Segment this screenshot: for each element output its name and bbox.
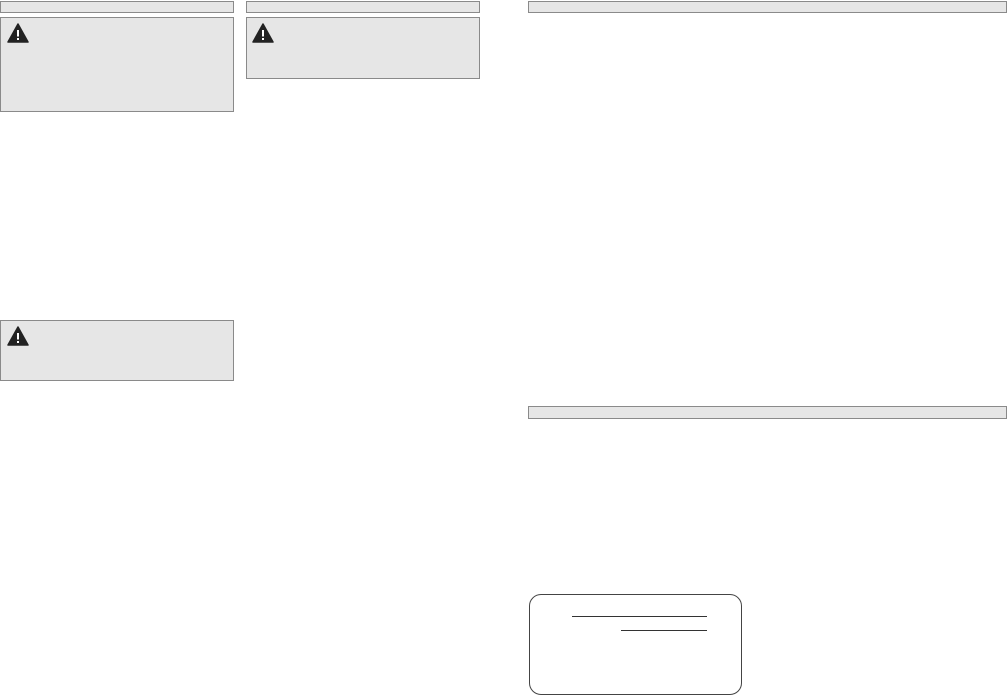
warning-triangle-icon (7, 23, 29, 43)
section-header-bar-right-top (528, 1, 1007, 13)
section-header-bar-col1 (0, 1, 234, 13)
warning-triangle-icon (252, 23, 274, 43)
warning-box-col1-bottom (0, 320, 234, 381)
warning-box-col1-top (0, 17, 234, 112)
nameplate-rule-1 (572, 616, 707, 617)
warning-box-col2-top (246, 17, 480, 79)
nameplate-rule-2 (621, 630, 707, 631)
section-header-bar-col2 (246, 1, 480, 13)
nameplate-label-box (529, 594, 742, 695)
warning-triangle-icon (7, 326, 29, 346)
section-header-bar-right-middle (528, 406, 1007, 419)
